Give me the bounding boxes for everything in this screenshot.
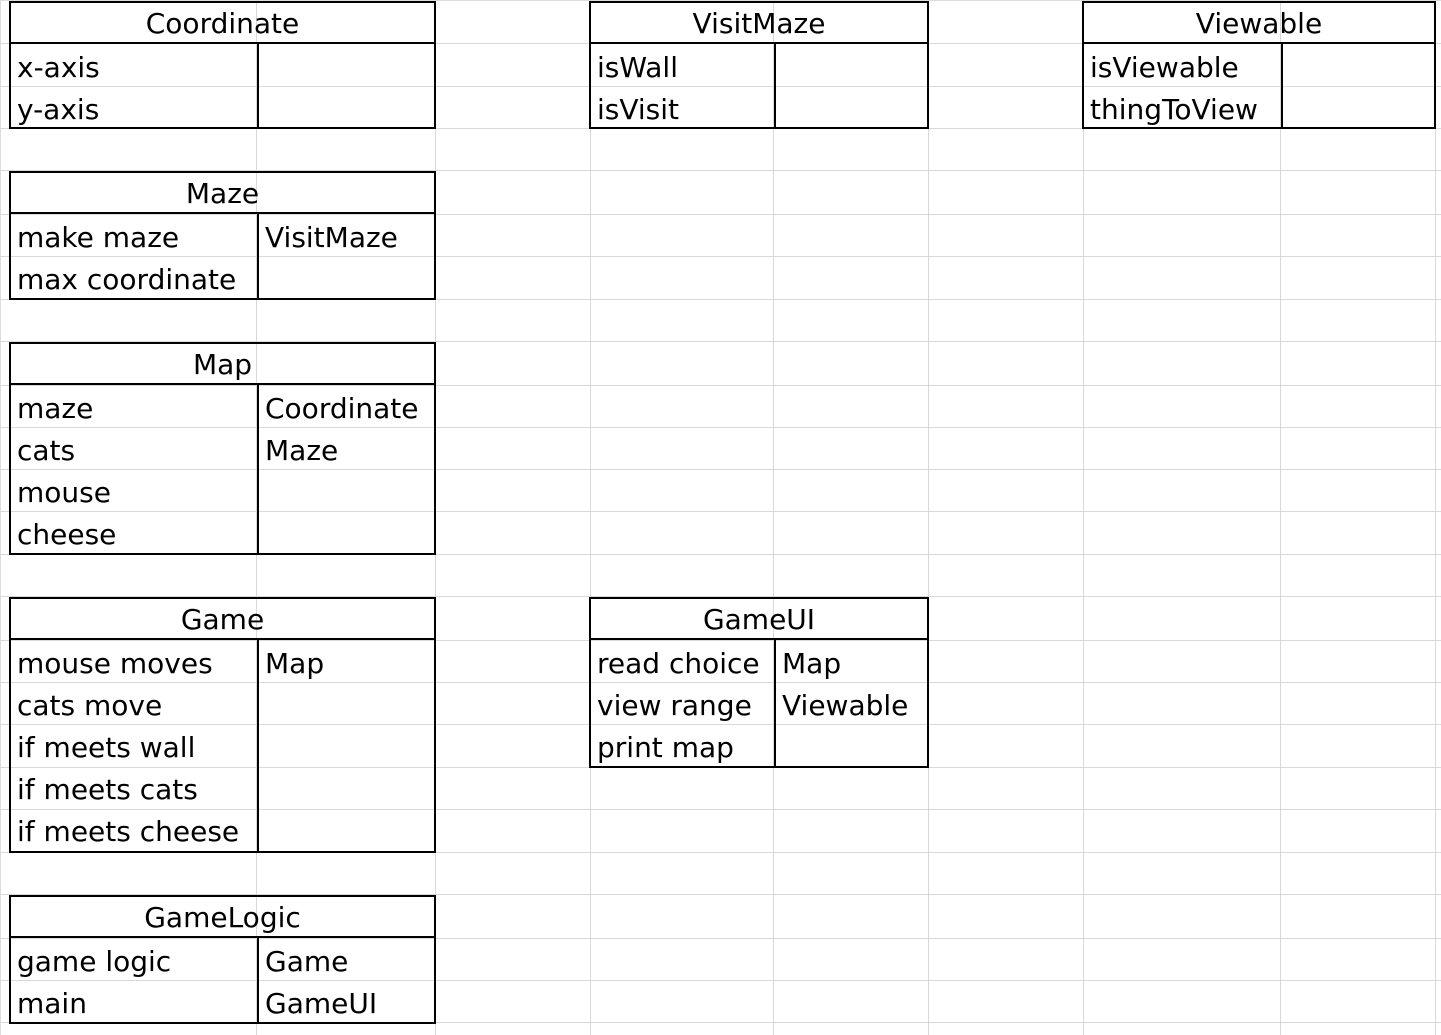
responsibility-item: y-axis xyxy=(17,93,100,126)
grid-column-line xyxy=(773,0,774,1035)
grid-row-line xyxy=(0,385,1441,386)
card-title: Coordinate xyxy=(11,3,434,44)
responsibility-item: main xyxy=(17,987,87,1020)
responsibility-item: if meets cats xyxy=(17,773,198,806)
collaborator-item: Viewable xyxy=(782,689,909,722)
grid-row-line xyxy=(0,980,1441,981)
collaborator-item: Map xyxy=(265,647,325,680)
responsibility-item: cheese xyxy=(17,518,117,551)
responsibility-item: mouse moves xyxy=(17,647,213,680)
collaborator-item: VisitMaze xyxy=(265,221,398,254)
crc-card-coordinate: Coordinate x-axis y-axis xyxy=(9,1,436,129)
responsibility-item: cats xyxy=(17,434,76,467)
grid-column-line xyxy=(1435,0,1436,1035)
responsibility-item: game logic xyxy=(17,945,172,978)
responsibility-item: make maze xyxy=(17,221,180,254)
responsibility-item: isWall xyxy=(597,51,678,84)
card-column-divider xyxy=(1281,44,1283,127)
grid-row-line xyxy=(0,852,1441,853)
grid-row-line xyxy=(0,554,1441,555)
responsibility-item: isViewable xyxy=(1090,51,1239,84)
card-column-divider xyxy=(257,385,259,553)
responsibility-item: view range xyxy=(597,689,752,722)
grid-row-line xyxy=(0,86,1441,87)
grid-row-line xyxy=(0,256,1441,257)
collaborator-item: Game xyxy=(265,945,349,978)
card-title: VisitMaze xyxy=(591,3,927,44)
grid-column-line xyxy=(1280,0,1281,1035)
crc-card-game: Game mouse moves cats move if meets wall if … xyxy=(9,597,436,853)
responsibility-item: print map xyxy=(597,731,734,764)
responsibility-item: maze xyxy=(17,392,94,425)
grid-row-line xyxy=(0,511,1441,512)
card-column-divider xyxy=(257,44,259,127)
responsibility-item: isVisit xyxy=(597,93,680,126)
crc-card-viewable: Viewable isViewable thingToView xyxy=(1082,1,1436,129)
grid-row-line xyxy=(0,640,1441,641)
card-title: Viewable xyxy=(1084,3,1434,44)
grid-row-line xyxy=(0,214,1441,215)
grid-column-line xyxy=(1083,0,1084,1035)
card-column-divider xyxy=(257,214,259,298)
grid-row-line xyxy=(0,894,1441,895)
responsibility-item: cats move xyxy=(17,689,163,722)
responsibility-item: x-axis xyxy=(17,51,100,84)
card-title: GameLogic xyxy=(11,897,434,938)
card-title: Game xyxy=(11,599,434,640)
collaborator-item: GameUI xyxy=(265,987,378,1020)
responsibility-item: thingToView xyxy=(1090,93,1258,126)
grid-row-line xyxy=(0,724,1441,725)
grid-row-line xyxy=(0,596,1441,597)
grid-row-line xyxy=(0,1022,1441,1023)
grid-row-line xyxy=(0,809,1441,810)
card-title: GameUI xyxy=(591,599,927,640)
grid-column-line xyxy=(928,0,929,1035)
card-column-divider xyxy=(774,44,776,127)
responsibility-item: if meets cheese xyxy=(17,815,240,848)
card-column-divider xyxy=(774,640,776,766)
grid-column-line xyxy=(256,0,257,1035)
responsibility-item: read choice xyxy=(597,647,760,680)
responsibility-item: mouse xyxy=(17,476,111,509)
grid-column-line xyxy=(590,0,591,1035)
grid-row-line xyxy=(0,682,1441,683)
card-title: Map xyxy=(11,344,434,385)
collaborator-item: Maze xyxy=(265,434,339,467)
collaborator-item: Coordinate xyxy=(265,392,419,425)
crc-card-visitmaze: VisitMaze isWall isVisit xyxy=(589,1,929,129)
grid-row-line xyxy=(0,341,1441,342)
crc-card-maze: Maze make maze max coordinate VisitMaze xyxy=(9,171,436,300)
responsibility-item: if meets wall xyxy=(17,731,196,764)
card-column-divider xyxy=(257,938,259,1022)
card-column-divider xyxy=(257,640,259,851)
grid-row-line xyxy=(0,427,1441,428)
collaborator-item: Map xyxy=(782,647,842,680)
card-title: Maze xyxy=(11,173,434,214)
responsibility-item: max coordinate xyxy=(17,263,237,296)
grid-row-line xyxy=(0,938,1441,939)
grid-row-line xyxy=(0,469,1441,470)
grid-row-line xyxy=(0,299,1441,300)
grid-row-line xyxy=(0,170,1441,171)
